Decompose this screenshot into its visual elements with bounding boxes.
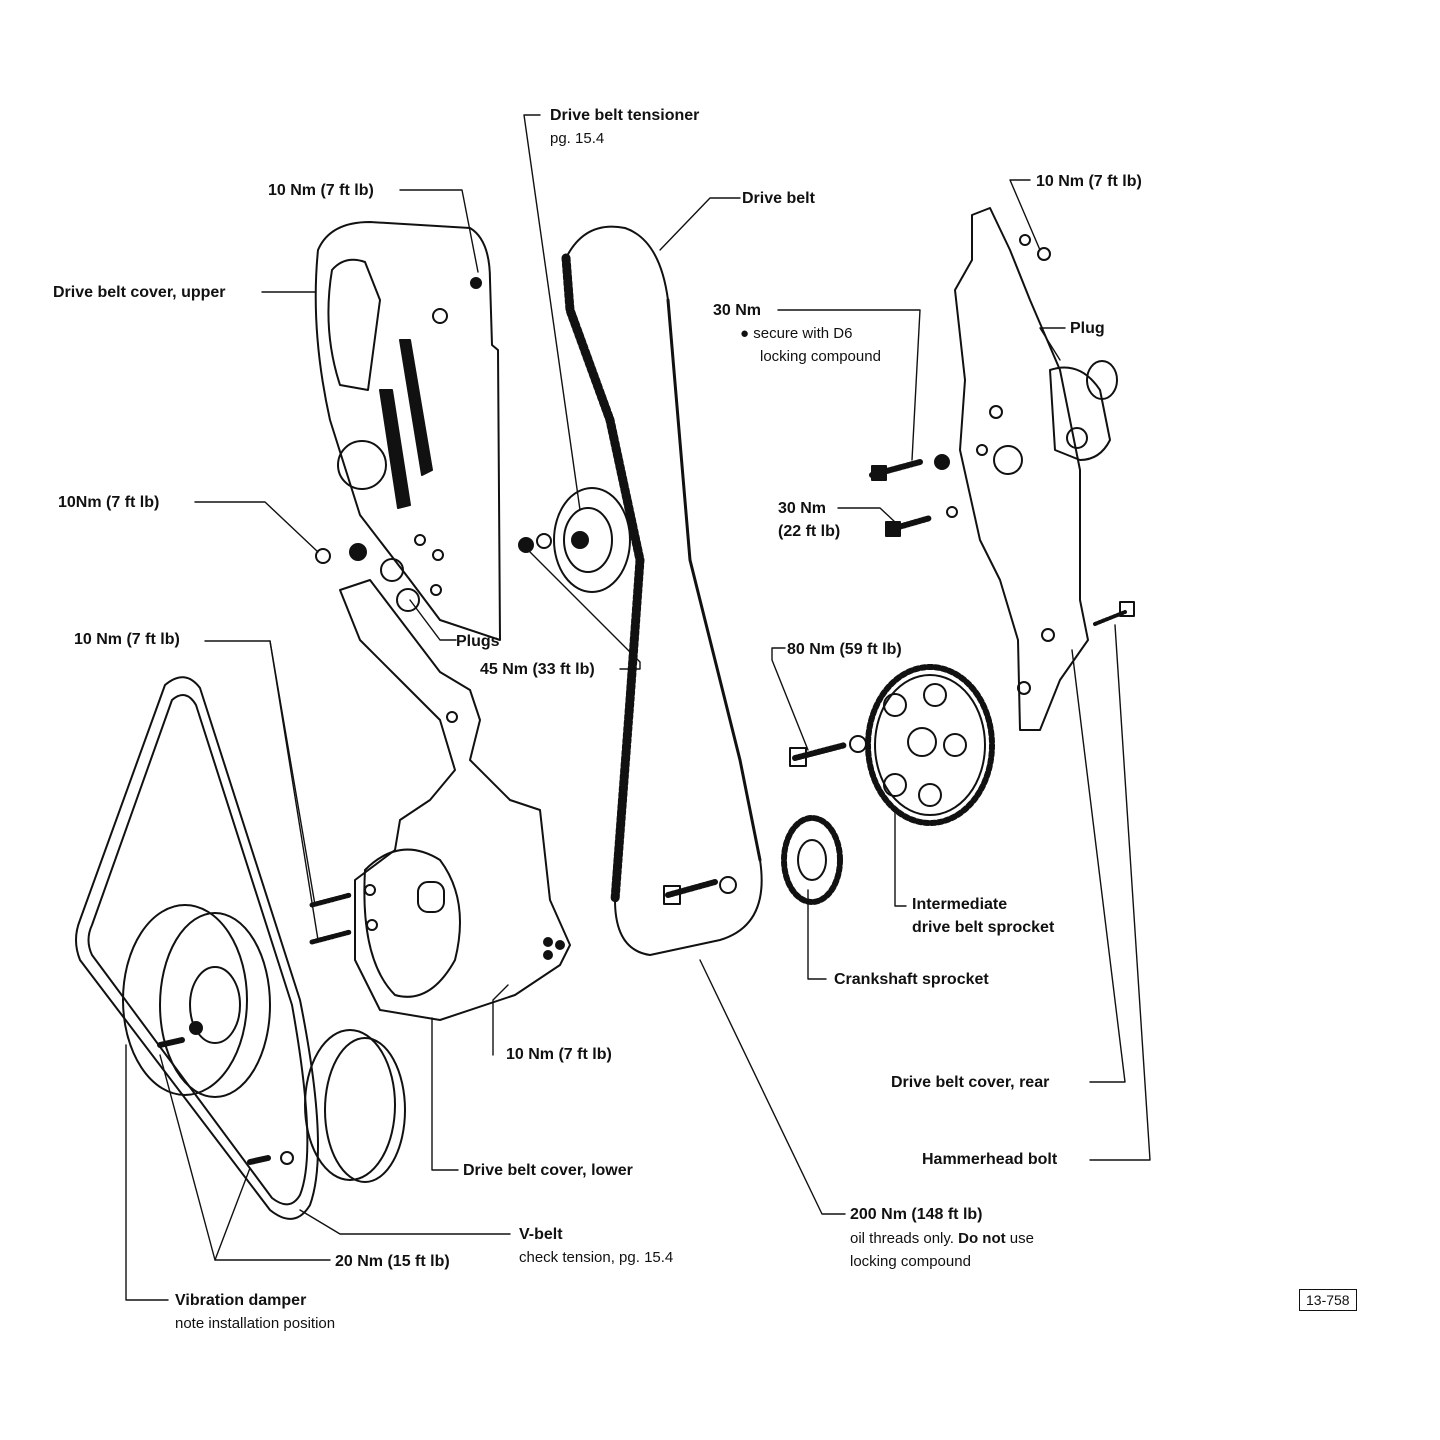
cover-hardware [315, 533, 552, 612]
label-vbelt: V-belt [519, 1226, 563, 1243]
label-damper: Vibration damper [175, 1292, 307, 1309]
drive-belt-cover-rear [954, 207, 1118, 731]
crankshaft-sprocket [663, 815, 843, 905]
intermediate-sprocket [789, 664, 995, 826]
label-stud-torque-2: (22 ft lb) [778, 523, 841, 540]
label-tensioner-nut-torque: 45 Nm (33 ft lb) [480, 661, 595, 678]
label-intermediate-2: drive belt sprocket [912, 919, 1055, 936]
d6-note-text: secure with D6 [753, 325, 853, 342]
mounting-studs [869, 454, 1135, 626]
label-d6-note-1: ● secure with D6 [740, 325, 853, 342]
label-drive-belt: Drive belt [742, 190, 815, 207]
label-intermediate-1: Intermediate [912, 896, 1008, 913]
crank-note-b: Do not [958, 1230, 1006, 1247]
label-damper-torque: 20 Nm (15 ft lb) [335, 1253, 450, 1270]
drive-belt-tensioner [553, 487, 631, 593]
figure-number: 13-758 [1299, 1289, 1357, 1311]
crank-note-a: oil threads only. [850, 1230, 959, 1247]
leader-lines [125, 114, 1151, 1301]
label-lower-bolts-torque: 10 Nm (7 ft lb) [74, 631, 180, 648]
label-upper-cover-torque: 10 Nm (7 ft lb) [268, 182, 374, 199]
label-left-nut-torque: 10Nm (7 ft lb) [58, 494, 160, 511]
label-plugs: Plugs [456, 633, 500, 650]
label-cover-rear: Drive belt cover, rear [891, 1074, 1050, 1091]
label-plug: Plug [1070, 320, 1105, 337]
label-d6-torque: 30 Nm [713, 302, 762, 319]
v-belt [75, 676, 319, 1220]
label-lower-cover-torque: 10 Nm (7 ft lb) [506, 1046, 612, 1063]
label-tensioner-sub: pg. 15.4 [550, 130, 605, 147]
vibration-damper [122, 892, 406, 1183]
label-cover-upper: Drive belt cover, upper [53, 284, 226, 301]
label-damper-sub: note installation position [175, 1315, 336, 1332]
label-crankshaft-sprocket: Crankshaft sprocket [834, 971, 989, 988]
label-intermediate-bolt-torque: 80 Nm (59 ft lb) [787, 641, 902, 658]
drive-belt-cover-lower [339, 579, 571, 1021]
label-tensioner-title: Drive belt tensioner [550, 107, 700, 124]
label-crank-bolt-note-2: locking compound [850, 1253, 971, 1270]
label-vbelt-sub: check tension, pg. 15.4 [519, 1249, 674, 1266]
toothed-drive-belt [561, 225, 763, 956]
drive-belt-cover-upper [314, 221, 501, 641]
label-rear-cover-torque: 10 Nm (7 ft lb) [1036, 173, 1142, 190]
crank-note-c: use [1005, 1230, 1034, 1247]
label-crank-bolt-note-1: oil threads only. Do not use [850, 1227, 1034, 1250]
label-hammerhead-bolt: Hammerhead bolt [922, 1151, 1058, 1168]
label-crank-bolt-torque: 200 Nm (148 ft lb) [850, 1206, 983, 1223]
label-d6-note-2: locking compound [760, 348, 881, 365]
label-stud-torque-1: 30 Nm [778, 500, 827, 517]
label-cover-lower: Drive belt cover, lower [463, 1162, 633, 1179]
